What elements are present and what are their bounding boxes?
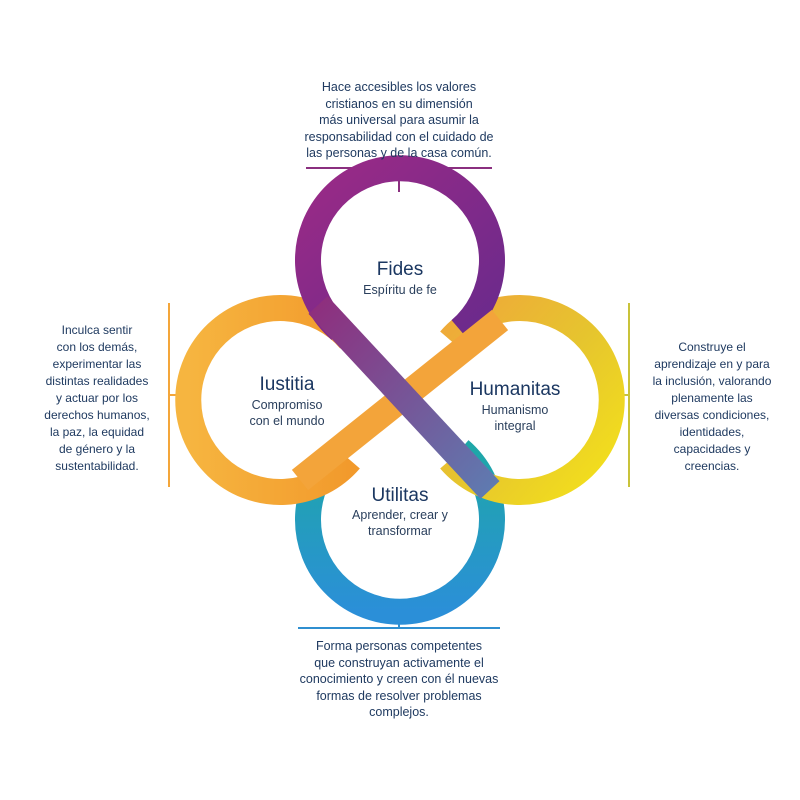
fides-description: Hace accesibles los valores cristianos e…	[304, 80, 494, 160]
iustitia-loop	[175, 295, 360, 505]
humanitas-loop	[440, 295, 625, 505]
humanitas-description: Construye el aprendizaje en y para la in…	[652, 340, 772, 473]
humanitas-title: Humanitas	[469, 379, 561, 400]
utilitas-description: Forma personas competentes que construya…	[299, 639, 499, 719]
utilitas-title: Utilitas	[371, 485, 429, 506]
iustitia-subtitle: Compromiso con el mundo	[249, 398, 325, 428]
crossing-band-purple	[308, 296, 500, 499]
utilitas-loop	[295, 440, 505, 625]
fides-title: Fides	[376, 259, 424, 280]
iustitia-title: Iustitia	[259, 374, 315, 395]
fides-loop	[295, 155, 505, 340]
fides-subtitle: Espíritu de fe	[363, 283, 437, 297]
iustitia-description: Inculca sentir con los demás, experiment…	[44, 323, 150, 473]
utilitas-subtitle: Aprender, crear y transformar	[352, 508, 448, 538]
humanitas-subtitle: Humanismo integral	[481, 403, 549, 433]
